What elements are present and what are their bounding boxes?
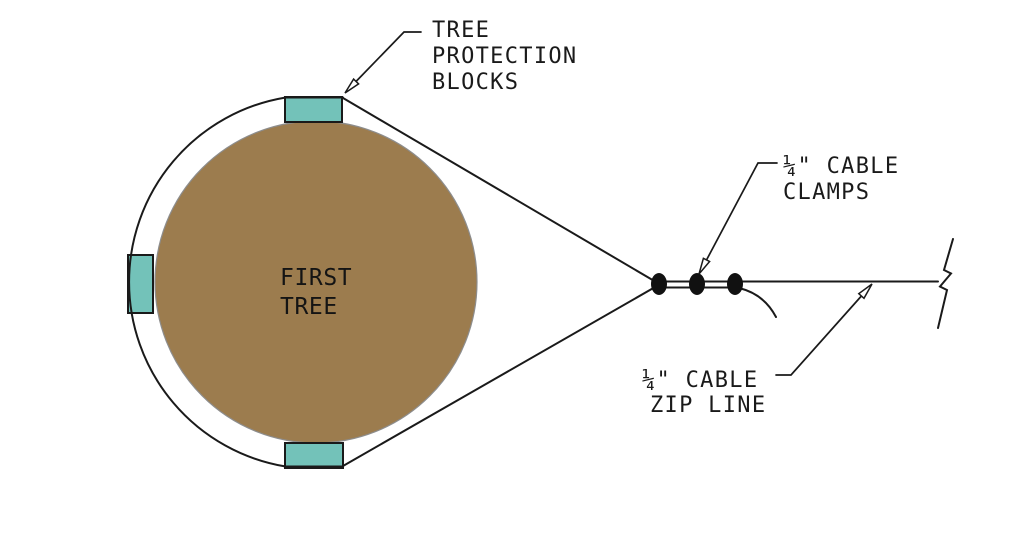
cable-upper-diagonal: [342, 97, 657, 283]
arrowhead-cable-clamps: [698, 257, 711, 275]
cable-clamp-3: [727, 273, 743, 295]
label-first-tree-line1: FIRST: [280, 265, 352, 291]
cable-wrap-arc: [128, 96, 286, 468]
label-tree-protection-blocks-line3: BLOCKS: [432, 70, 519, 95]
protection-block-top: [284, 96, 343, 123]
arrowhead-zip-line: [857, 283, 873, 300]
leader-tree-protection-blocks: [355, 31, 422, 83]
label-first-tree-line2: TREE: [280, 294, 338, 320]
label-cable-clamps-line2: CLAMPS: [783, 180, 870, 205]
label-cable-clamps-line1: ¼" CABLE: [783, 154, 899, 179]
label-zip-line-line1: ¼" CABLE: [642, 368, 758, 393]
label-zip-line-line2: ZIP LINE: [650, 393, 766, 418]
protection-block-left: [127, 254, 154, 314]
cable-clamp-1: [651, 273, 667, 295]
cable-break-symbol: [937, 238, 954, 329]
arrowhead-tree-protection-blocks: [344, 77, 360, 94]
protection-block-bottom: [284, 442, 344, 469]
label-tree-protection-blocks-line1: TREE: [432, 18, 490, 43]
leader-zip-line: [775, 295, 863, 376]
leader-cable-clamps: [705, 162, 778, 261]
label-tree-protection-blocks-line2: PROTECTION: [432, 44, 577, 69]
cable-dead-end-tail: [738, 287, 777, 318]
cable-lower-diagonal: [342, 285, 657, 467]
cable-clamp-2: [689, 273, 705, 295]
